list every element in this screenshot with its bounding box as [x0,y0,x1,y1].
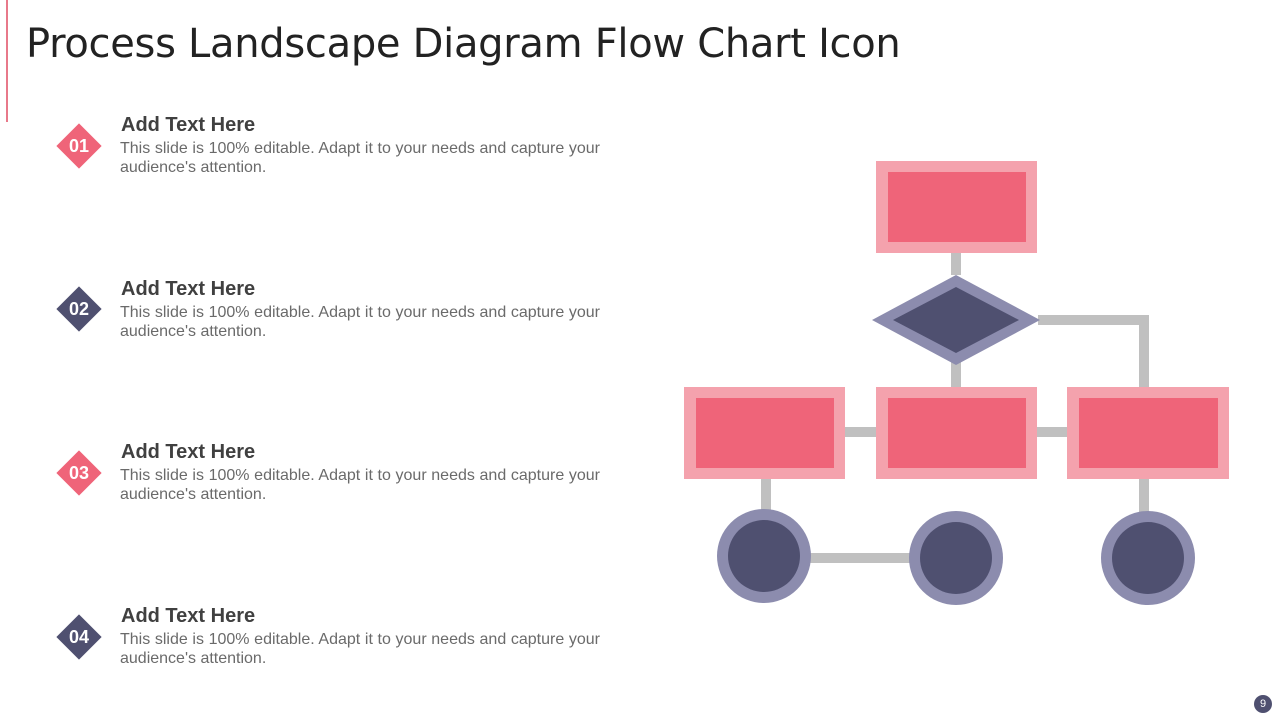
connector-line [1038,315,1149,388]
list-item: 04 Add Text Here This slide is 100% edit… [56,604,616,694]
left-circle-node [717,509,811,603]
item-title: Add Text Here [121,441,256,463]
badge-number: 01 [68,136,90,156]
item-description: This slide is 100% editable. Adapt it to… [120,467,600,503]
number-badge: 04 [56,614,102,660]
page-title: Process Landscape Diagram Flow Chart Ico… [26,21,901,67]
list-item: 02 Add Text Here This slide is 100% edit… [56,277,616,367]
right-rectangle-node [1067,387,1229,479]
decision-diamond-node [872,275,1040,365]
number-badge: 03 [56,450,102,496]
item-description: This slide is 100% editable. Adapt it to… [120,631,600,667]
item-title: Add Text Here [121,605,256,627]
connectors [761,252,1149,563]
item-description: This slide is 100% editable. Adapt it to… [120,304,600,340]
item-title: Add Text Here [121,114,256,136]
top-rectangle-node [876,161,1037,253]
right-circle-node [1101,511,1195,605]
item-description: This slide is 100% editable. Adapt it to… [120,140,600,176]
left-rectangle-node [684,387,845,479]
center-circle-node [909,511,1003,605]
page-number-badge: 9 [1254,695,1272,713]
badge-number: 02 [68,299,90,319]
list-item: 03 Add Text Here This slide is 100% edit… [56,440,616,530]
number-badge: 01 [56,123,102,169]
center-rectangle-node [876,387,1037,479]
title-accent-bar [6,0,8,122]
number-badge: 02 [56,286,102,332]
badge-number: 04 [68,627,90,647]
item-title: Add Text Here [121,278,256,300]
badge-number: 03 [68,463,90,483]
list-item: 01 Add Text Here This slide is 100% edit… [56,113,616,203]
